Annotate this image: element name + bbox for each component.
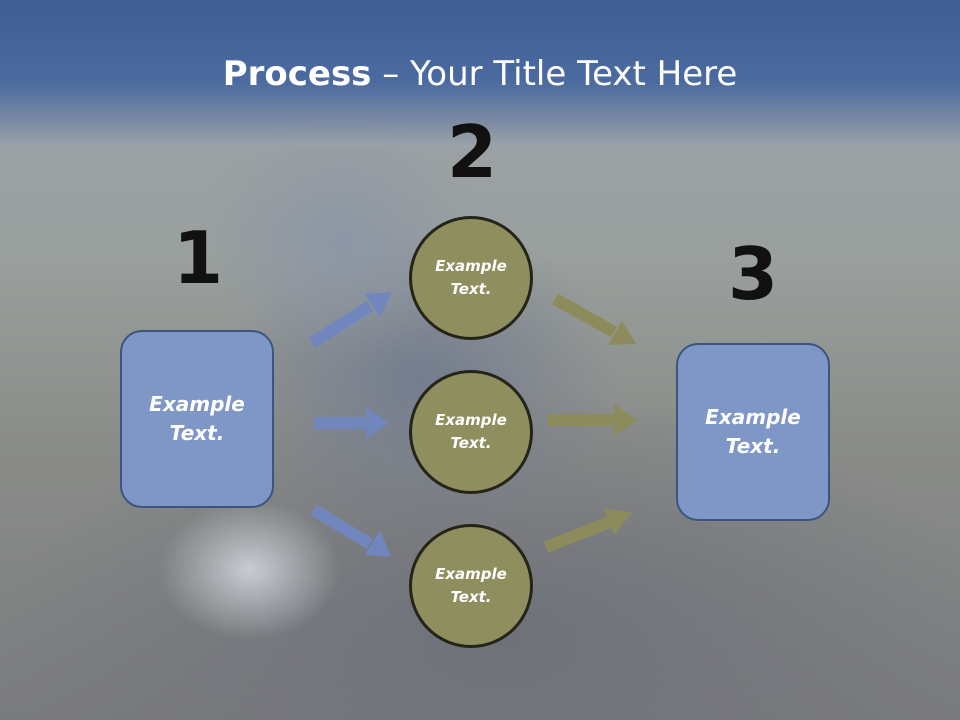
arrow-from-circle-2 [548,404,637,436]
title-band [0,0,960,148]
right-text-box: Example Text. [676,343,830,521]
arrow-from-circle-3 [543,508,632,553]
arrow-from-circle-1 [552,293,636,345]
circle-2: Example Text. [409,370,533,494]
circle-1-label: Example Text. [435,257,507,298]
arrow-to-circle-3 [310,504,391,557]
title-bold: Process [222,54,372,94]
step-number-1: 1 [172,216,224,300]
step-number-2: 2 [446,110,498,194]
circle-3: Example Text. [409,524,533,648]
title-rest: – Your Title Text Here [371,54,738,94]
slide-title: Process – Your Title Text Here [0,52,960,96]
right-box-label: Example Text. [705,405,801,458]
circle-2-label: Example Text. [435,411,507,452]
left-text-box: Example Text. [120,330,274,508]
circle-1: Example Text. [409,216,533,340]
arrow-to-circle-1 [308,292,392,349]
left-box-label: Example Text. [149,392,245,445]
step-number-3: 3 [727,232,779,316]
circle-3-label: Example Text. [435,565,507,606]
arrow-to-circle-2 [314,407,389,439]
